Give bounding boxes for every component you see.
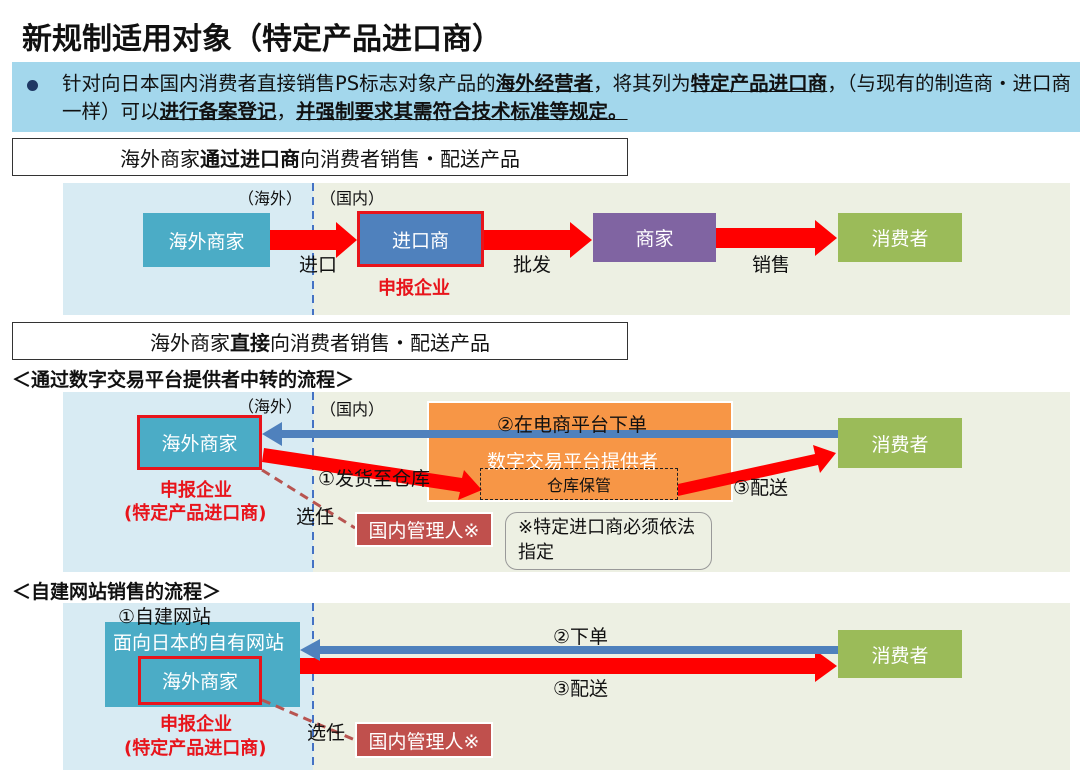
declarer-label-1: 申报企业 (378, 278, 450, 299)
summary-text-part: 针对向日本国内消费者直接销售PS标志对象产品的 (62, 72, 496, 95)
page-title: 新规制适用对象（特定产品进口商） (22, 22, 502, 57)
deliver-label-platform: ③配送 (733, 477, 789, 499)
summary-text: 针对向日本国内消费者直接销售PS标志对象产品的海外经营者，将其列为特定产品进口商… (62, 70, 1077, 126)
summary-emphasis: 海外经营者 (495, 72, 594, 95)
deliver-label-site: ③配送 (553, 678, 609, 700)
consumer-box-3: 消费者 (838, 630, 962, 678)
import-arrow (270, 222, 357, 258)
summary-text-part: ， (276, 100, 297, 123)
overseas-merchant-box: 海外商家 (143, 213, 270, 267)
order-arrow-site (300, 639, 838, 661)
wholesale-arrow (484, 222, 592, 258)
summary-banner (12, 62, 1080, 132)
domestic-manager-box-2: 国内管理人※ (355, 722, 493, 758)
appoint-label-1: 选任 (296, 506, 335, 528)
summary-emphasis: 进行备案登记 (159, 100, 277, 123)
declarer-label-3: 申报企业 (160, 714, 232, 735)
order-arrow-platform (262, 422, 838, 446)
appoint-line-1 (261, 468, 356, 530)
bullet-dot (27, 80, 38, 91)
own-site-step-label: ①自建网站 (118, 606, 212, 628)
case2-header: 海外商家直接向消费者销售・配送产品 (12, 322, 628, 360)
overseas-label-2: （海外） (238, 397, 303, 416)
overseas-label-1: （海外） (238, 189, 303, 208)
case1-header-text: 向消费者销售・配送产品 (300, 146, 520, 171)
sell-label: 销售 (752, 254, 791, 276)
sell-arrow (716, 220, 837, 256)
note-box: ※特定进口商必须依法指定 (505, 512, 712, 570)
summary-text-part: ，（与现有的制造商・进口商一样）可以 (62, 72, 1071, 123)
own-site-label: 面向日本的自有网站 (113, 632, 285, 654)
domestic-manager-box-1: 国内管理人※ (355, 512, 493, 547)
declarer-sub-label-3: (特定产品进口商) (124, 738, 267, 759)
consumer-box-1: 消费者 (838, 213, 962, 262)
ship-warehouse-arrow (262, 448, 482, 500)
case2-header-emphasis: 直接 (230, 330, 270, 355)
case1-header-emphasis: 通过进口商 (200, 146, 300, 171)
summary-emphasis: 特定产品进口商 (690, 72, 828, 95)
summary-emphasis: 并强制要求其需符合技术标准等规定。 (296, 100, 628, 123)
consumer-box-2: 消费者 (838, 418, 962, 468)
order-label-platform: ②在电商平台下单 (497, 414, 648, 436)
platform-flow-title: ＜通过数字交易平台提供者中转的流程＞ (12, 369, 355, 391)
platform-provider-label: 数字交易平台提供者 (487, 451, 659, 473)
case1-header: 海外商家通过进口商向消费者销售・配送产品 (12, 138, 628, 176)
overseas-merchant-box-2: 海外商家 (137, 415, 262, 470)
declarer-label-2: 申报企业 (160, 480, 232, 501)
wholesale-label: 批发 (513, 254, 552, 276)
deliver-arrow-platform (678, 445, 836, 496)
retailer-box: 商家 (593, 213, 716, 262)
import-label: 进口 (299, 254, 338, 276)
domestic-label-1: （国内） (320, 189, 385, 208)
deliver-arrow-site (300, 650, 837, 682)
case1-header-text: 海外商家 (120, 146, 200, 171)
declarer-sub-label-2: (特定产品进口商) (124, 503, 267, 524)
appoint-label-2: 选任 (307, 722, 346, 744)
domestic-label-2: （国内） (320, 400, 385, 419)
appoint-line-2 (261, 698, 356, 742)
summary-text-part: ，将其列为 (593, 72, 691, 95)
site-flow-title: ＜自建网站销售的流程＞ (12, 581, 222, 603)
order-label-site: ②下单 (553, 626, 609, 648)
warehouse-box: 仓库保管 (480, 468, 678, 500)
case2-header-text: 向消费者销售・配送产品 (270, 330, 490, 355)
importer-box: 进口商 (357, 211, 484, 267)
ship-warehouse-label: ①发货至仓库 (318, 468, 431, 490)
overseas-merchant-box-3: 海外商家 (138, 656, 262, 705)
case2-header-text: 海外商家 (150, 330, 230, 355)
